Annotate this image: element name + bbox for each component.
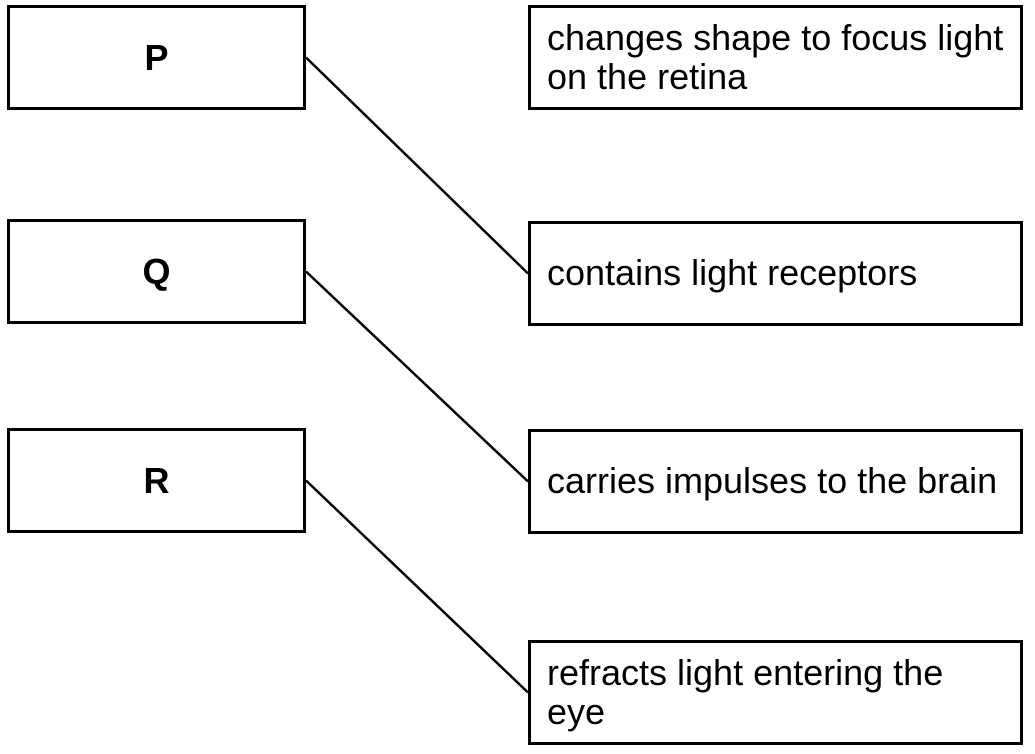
option-label-r: R (143, 459, 170, 501)
description-box-changes-shape: changes shape to focus light on the reti… (528, 5, 1023, 110)
description-box-carries-impulses: carries impulses to the brain (528, 429, 1023, 534)
connection-line-q-to-carries-impulses (305, 270, 529, 483)
description-box-refracts-light: refracts light entering the eye (528, 640, 1023, 745)
option-box-q: Q (7, 219, 306, 324)
description-label-carries-impulses: carries impulses to the brain (547, 460, 998, 502)
description-label-refracts-light: refracts light entering the eye (547, 651, 944, 732)
description-label-changes-shape: changes shape to focus light on the reti… (547, 16, 1004, 97)
option-box-r: R (7, 428, 306, 533)
connection-line-p-to-contains-receptors (305, 56, 529, 275)
description-box-contains-receptors: contains light receptors (528, 221, 1023, 326)
connection-line-r-to-refracts-light (305, 479, 529, 694)
option-label-p: P (144, 36, 169, 78)
option-label-q: Q (142, 250, 171, 292)
description-label-contains-receptors: contains light receptors (547, 252, 918, 294)
option-box-p: P (7, 5, 306, 110)
